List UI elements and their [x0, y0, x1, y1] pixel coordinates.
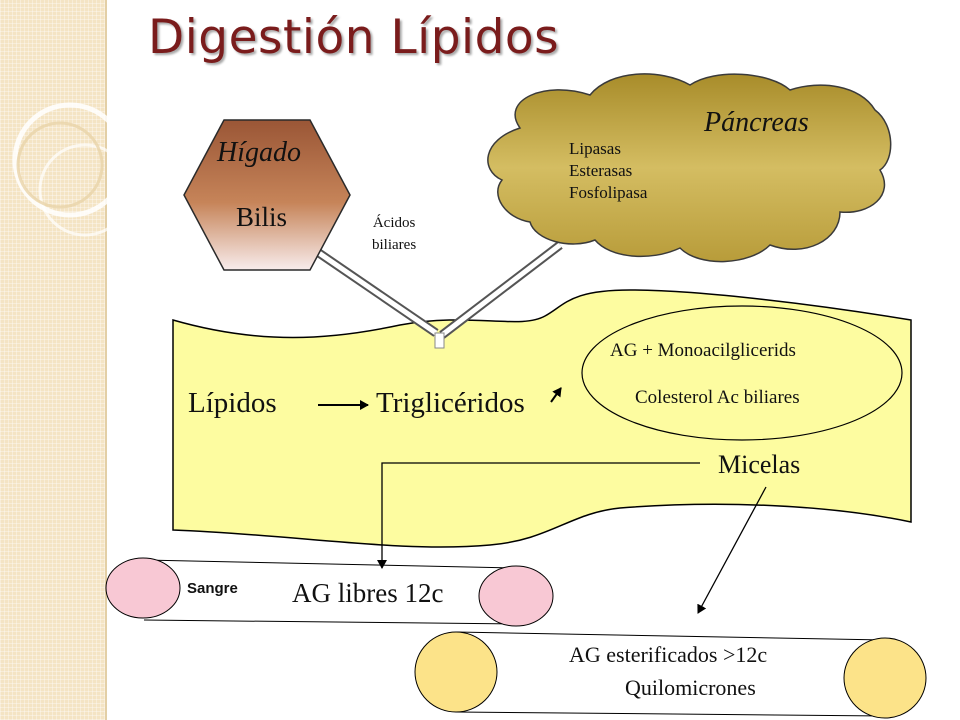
chylomicrons-label: Quilomicrones	[625, 675, 756, 700]
pancreas-label: Páncreas	[704, 107, 809, 138]
triglycerides-label: Triglicéridos	[376, 387, 525, 419]
bile-duct	[313, 247, 439, 337]
pancreatic-duct	[439, 241, 563, 339]
esterified-fatty-acids-label: AG esterificados >12c	[569, 642, 768, 667]
product-cholesterol-bile-acids: Colesterol Ac biliares	[635, 387, 800, 408]
pancreas-enzymes: Lipasas Esterasas Fosfolipasa	[569, 138, 647, 204]
pancreas-cloud	[487, 73, 892, 263]
products-ellipse	[581, 305, 903, 441]
liver-label: Hígado	[217, 137, 301, 168]
decorative-rings	[12, 102, 132, 237]
decorative-sidebar	[0, 0, 107, 720]
sidebar-divider	[105, 0, 107, 720]
blood-label: Sangre	[187, 580, 238, 597]
product-fatty-acids-monoacylglycerides: AG + Monoacilglicerids	[610, 340, 796, 361]
enzyme-lipases: Lipasas	[569, 139, 621, 158]
enzyme-esterases: Esterasas	[569, 161, 633, 180]
bile-label: Bilis	[236, 202, 288, 232]
micelles-to-lymph-arrow	[697, 486, 767, 614]
blood-vessel	[105, 557, 554, 627]
triglycerides-to-products-arrow	[550, 387, 562, 403]
page-title: Digestión Lípidos	[148, 10, 560, 65]
lipids-label: Lípidos	[188, 387, 277, 419]
bile-acids-line-2: biliares	[372, 237, 417, 253]
intestine-shape	[172, 289, 912, 548]
enzyme-phospholipase: Fosfolipasa	[569, 183, 648, 202]
micelles-label: Micelas	[718, 450, 801, 479]
free-fatty-acids-label: AG libres 12c	[292, 578, 444, 608]
liver-hexagon	[183, 119, 351, 271]
bile-acids-line-1: Ácidos	[372, 215, 416, 231]
bile-acids-label: Ácidos biliares	[372, 212, 416, 256]
lymph-vessel	[414, 631, 927, 719]
duct-junction	[434, 332, 445, 349]
micelles-to-blood-arrow	[377, 462, 700, 569]
